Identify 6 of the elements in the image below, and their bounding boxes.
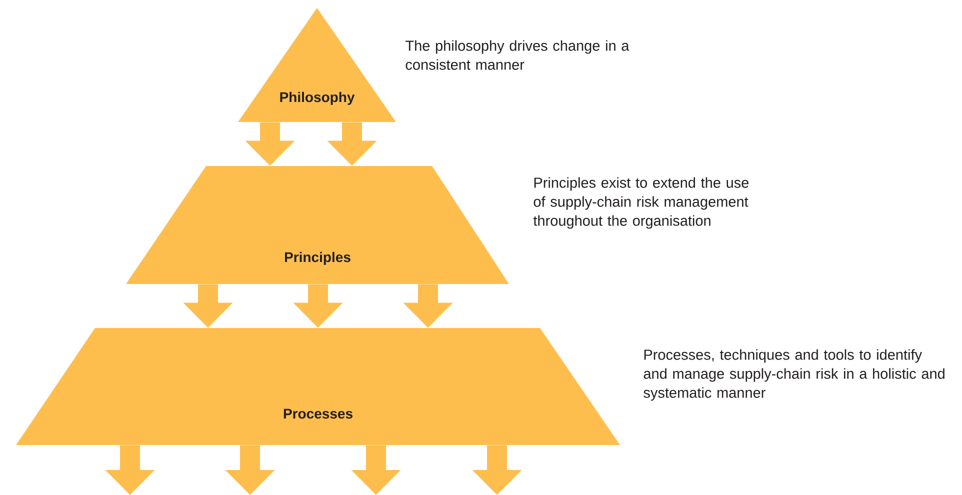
annotation-text: Processes, techniques and tools to identify and manage supply-chain risk in a holistic and systematic manner xyxy=(644,349,944,401)
trapezoid-band: Principles xyxy=(126,166,509,284)
trapezoid-band: Processes xyxy=(16,328,620,445)
annotation-text: The philosophy drives change in a consistent manner xyxy=(406,40,630,70)
pyramid-triangle: Philosophy xyxy=(238,8,396,122)
annotation-text: Principles exist to extend the use of supply-chain risk management throughout the organisation xyxy=(533,177,749,229)
